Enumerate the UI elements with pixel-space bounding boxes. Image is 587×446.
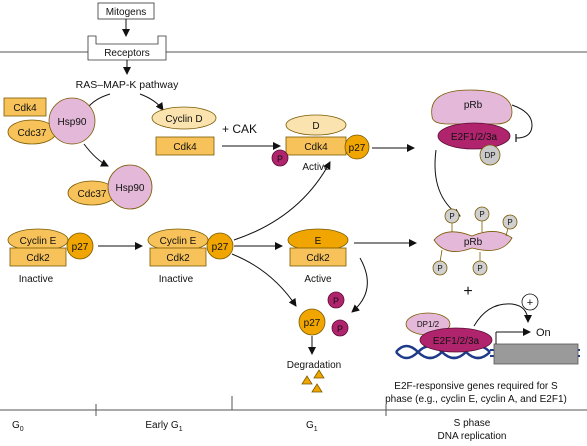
prb-p-2 xyxy=(474,206,490,222)
receptor-shape xyxy=(87,35,167,61)
prb-p-4 xyxy=(432,260,448,276)
deg-p27-label: p27 xyxy=(304,318,321,329)
on-label: On xyxy=(536,327,551,339)
active-d-ellipse xyxy=(285,114,347,136)
hsp90-free-label: Hsp90 xyxy=(116,183,145,194)
cdk2-3-box xyxy=(289,247,347,267)
early-g1-label: Early G1 xyxy=(145,420,182,433)
prb-p-4-label: P xyxy=(437,264,442,273)
cdk4-free-box xyxy=(155,136,215,156)
cdc37-label: Cdc37 xyxy=(18,128,47,139)
cyclin-d-ellipse xyxy=(151,106,217,130)
hsp90-label: Hsp90 xyxy=(58,117,87,128)
activation-circle-label: + xyxy=(527,297,533,309)
s-phase-label: S phase xyxy=(454,418,491,429)
g0-label: G0 xyxy=(12,420,24,433)
active-d-label: D xyxy=(312,121,319,132)
cyclin-e1-label: Cyclin E xyxy=(20,236,57,247)
activation-circle xyxy=(521,293,539,311)
g1-label: G1 xyxy=(306,420,318,433)
prb-top-shape xyxy=(431,89,513,125)
plus-sign: + xyxy=(463,283,472,300)
inactive1-label: Inactive xyxy=(19,274,54,285)
hsp90-free-circle xyxy=(107,164,153,210)
deg-p-top-label: P xyxy=(333,296,339,306)
active-cdk4-phospho xyxy=(271,149,289,167)
prb-p-2-label: P xyxy=(479,210,484,219)
cdk2-active-label: Active xyxy=(304,274,332,285)
receptors-label: Receptors xyxy=(104,48,150,59)
prb-phospho-shape xyxy=(433,231,513,252)
cdk2-1-box xyxy=(9,247,67,267)
fragment-1 xyxy=(301,375,313,385)
dp12-label: DP1/2 xyxy=(417,320,440,329)
e2f-bottom-label: E2F1/2/3a xyxy=(433,336,480,347)
cak-label: + CAK xyxy=(222,122,257,136)
deg-p-top xyxy=(327,291,345,309)
pathway-label: RAS–MAP-K pathway xyxy=(76,79,179,91)
active-cdk4-p27-label: p27 xyxy=(349,143,366,154)
active-cdk4-phospho-label: P xyxy=(277,154,283,164)
dp-top-label: DP xyxy=(484,151,495,160)
genes-line2: phase (e.g., cyclin E, cyclin A, and E2F… xyxy=(385,394,567,405)
hsp90-circle xyxy=(48,97,96,145)
fragment-3 xyxy=(311,383,323,393)
fragment-2 xyxy=(313,369,325,379)
cdk2-3-label: Cdk2 xyxy=(306,253,330,264)
prb-p-1-label: P xyxy=(449,212,454,221)
active-cdk4-label: Cdk4 xyxy=(304,142,328,153)
dna-replication-label: DNA replication xyxy=(438,431,507,442)
genes-line1: E2F-responsive genes required for S xyxy=(394,381,558,392)
p27-2-circle xyxy=(206,232,234,260)
e2f-top-ellipse xyxy=(437,122,511,150)
cyclin-e2-label: Cyclin E xyxy=(160,236,197,247)
p27-2-label: p27 xyxy=(212,242,229,253)
cdk4-label: Cdk4 xyxy=(13,103,37,114)
gene-box xyxy=(493,343,579,365)
inactive2-label: Inactive xyxy=(159,274,194,285)
deg-p-bottom-label: P xyxy=(337,324,343,334)
prb-p-5 xyxy=(472,260,488,276)
deg-p-bottom xyxy=(331,319,349,337)
cdk2-2-label: Cdk2 xyxy=(166,253,190,264)
active-e-label: E xyxy=(315,236,322,247)
cdk2-2-box xyxy=(149,247,207,267)
cdk4-box xyxy=(3,97,47,117)
active-cdk4-p27 xyxy=(344,134,370,160)
prb-p-3-label: P xyxy=(507,218,512,227)
dp-top-circle xyxy=(479,144,501,166)
cdc37-free-label: Cdc37 xyxy=(78,189,107,200)
prb-top-label: pRb xyxy=(464,100,483,111)
cdk4-active-label: Active xyxy=(302,162,330,173)
prb-p-3 xyxy=(502,214,518,230)
prb-phospho-label: pRb xyxy=(464,237,483,248)
deg-p27-circle xyxy=(298,308,326,336)
cdk4-free-label: Cdk4 xyxy=(173,142,197,153)
cdk2-1-label: Cdk2 xyxy=(26,253,50,264)
mitogens-label: Mitogens xyxy=(106,7,147,18)
prb-p-5-label: P xyxy=(477,264,482,273)
p27-1-label: p27 xyxy=(72,242,89,253)
e2f-bottom-ellipse xyxy=(419,327,493,353)
p27-1-circle xyxy=(66,232,94,260)
prb-p-1 xyxy=(444,208,460,224)
e2f-top-label: E2F1/2/3a xyxy=(451,132,498,143)
cyclin-d-label: Cyclin D xyxy=(165,114,202,125)
degradation-label: Degradation xyxy=(287,360,341,371)
